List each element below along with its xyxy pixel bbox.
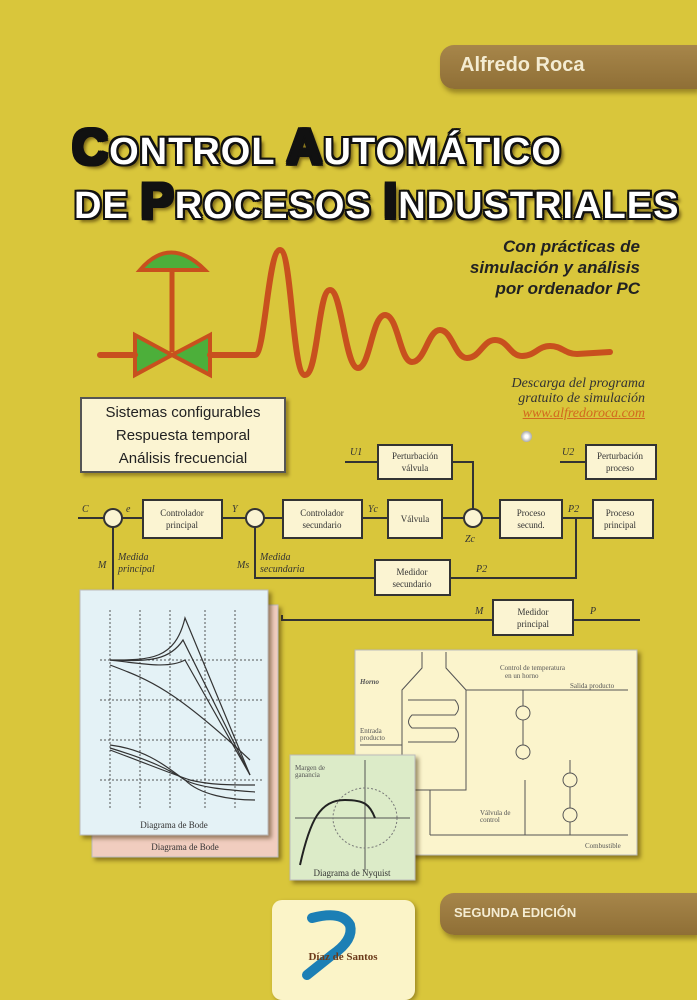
edition-band: SEGUNDA EDICIÓN — [440, 893, 697, 935]
diagram-label: Medida — [117, 552, 149, 563]
diagram-label: Proceso — [606, 508, 635, 518]
diagram-label: ganancia — [295, 771, 321, 779]
subtitle-line: simulación y análisis — [469, 258, 640, 277]
diagram-label: Medida — [259, 552, 291, 563]
download-url[interactable]: www.alfredoroca.com — [522, 406, 645, 421]
diagram-label: Entrada — [360, 727, 383, 735]
diagram-label: Yc — [368, 504, 379, 515]
title-line-1: CONTROL AUTOMÁTICO — [72, 118, 562, 176]
diagram-label: Y — [232, 504, 239, 515]
diagram-label: Combustible — [585, 842, 621, 850]
diagram-label: principal — [517, 619, 549, 629]
diagram-label: Proceso — [517, 508, 546, 518]
block-diagram: Controlador principal Controlador secund… — [78, 444, 657, 636]
title-text: ONTROL — [109, 131, 287, 173]
diagram-label: principal — [604, 520, 636, 530]
diagram-label: Medidor — [518, 607, 549, 617]
diagram-label: control — [480, 816, 500, 824]
title-text: UTOMÁTICO — [323, 131, 562, 173]
title-cap: P — [140, 173, 175, 229]
diagram-label: U2 — [562, 447, 574, 458]
diagram-label: Horno — [359, 678, 380, 686]
diagram-label: Diagrama de Bode — [151, 842, 218, 852]
subtitle: Con prácticas de simulación y análisis p… — [470, 236, 640, 299]
diagram-label: Margen de — [295, 764, 325, 772]
cd-icon — [521, 431, 532, 442]
diagram-label: en un horno — [505, 672, 539, 680]
download-note: Descarga del programa gratuito de simula… — [455, 376, 645, 421]
diagram-label: secundaria — [260, 564, 304, 575]
feature-item: Respuesta temporal — [115, 427, 251, 444]
bode-diagram-panel: Diagrama de Bode Diagrama de Bode — [79, 589, 279, 858]
diagram-label: C — [82, 504, 89, 515]
diagram-label: principal — [166, 520, 198, 530]
edition-label: SEGUNDA EDICIÓN — [454, 905, 577, 920]
diagram-label: Ms — [236, 560, 249, 571]
author-name: Alfredo Roca — [460, 54, 585, 76]
title-text: ROCESOS — [174, 185, 384, 227]
diagram-label: Medidor — [397, 567, 428, 577]
diagram-label: P2 — [475, 564, 487, 575]
diagram-label: M — [474, 606, 484, 617]
download-line: gratuito de simulación — [518, 391, 645, 406]
diagram-label: Zc — [465, 534, 476, 545]
title-cap: A — [286, 119, 324, 175]
feature-item: Sistemas configurables — [105, 404, 261, 421]
title-cap: C — [72, 119, 110, 175]
diagram-label: Control de temperatura — [500, 664, 566, 672]
diagram-label: P — [589, 606, 596, 617]
feature-item: Análisis frecuencial — [118, 450, 248, 467]
diagram-label: secundario — [303, 520, 342, 530]
diagram-label: M — [97, 560, 107, 571]
diagram-label: Salida producto — [570, 682, 615, 690]
diagram-label: P2 — [567, 504, 579, 515]
diagram-label: Diagrama de Nyquist — [314, 868, 391, 878]
diagram-label: principal — [117, 564, 155, 575]
diagram-label: secundario — [393, 579, 432, 589]
diagram-label: proceso — [606, 463, 634, 473]
title-cap: I — [383, 173, 399, 229]
furnace-control-panel: Horno Control de temperatura en un horno… — [354, 649, 638, 856]
publisher-logo: Díaz de Santos — [272, 900, 415, 1000]
diagram-label: válvula — [402, 463, 429, 473]
diagram-label: Diagrama de Bode — [140, 820, 207, 830]
diagram-label: e — [126, 504, 131, 515]
valve-icon — [133, 250, 212, 379]
subtitle-line: Con prácticas de — [503, 237, 640, 256]
diagram-label: Perturbación — [597, 451, 643, 461]
diagram-label: Díaz de Santos — [308, 951, 378, 963]
title-text: NDUSTRIALES — [398, 185, 680, 227]
damped-wave — [97, 246, 613, 379]
diagram-label: secund. — [517, 520, 544, 530]
publisher-logo-icon: Díaz de Santos — [302, 910, 378, 980]
nyquist-diagram-panel: Margen de ganancia Diagrama de Nyquist — [289, 754, 416, 881]
subtitle-line: por ordenador PC — [495, 279, 640, 298]
diagram-label: Controlador — [160, 508, 204, 518]
diagram-label: Válvula — [401, 514, 430, 524]
diagram-label: Controlador — [300, 508, 344, 518]
diagram-label: producto — [360, 734, 385, 742]
title-text: DE — [74, 185, 141, 227]
title-line-2: DE PROCESOS INDUSTRIALES — [74, 172, 679, 230]
diagram-label: U1 — [350, 447, 362, 458]
diagram-label: Válvula de — [480, 809, 511, 817]
diagram-label: Perturbación — [392, 451, 438, 461]
download-line: Descarga del programa — [511, 376, 645, 391]
features-box: Sistemas configurables Respuesta tempora… — [80, 397, 286, 473]
author-band: Alfredo Roca — [440, 45, 697, 89]
